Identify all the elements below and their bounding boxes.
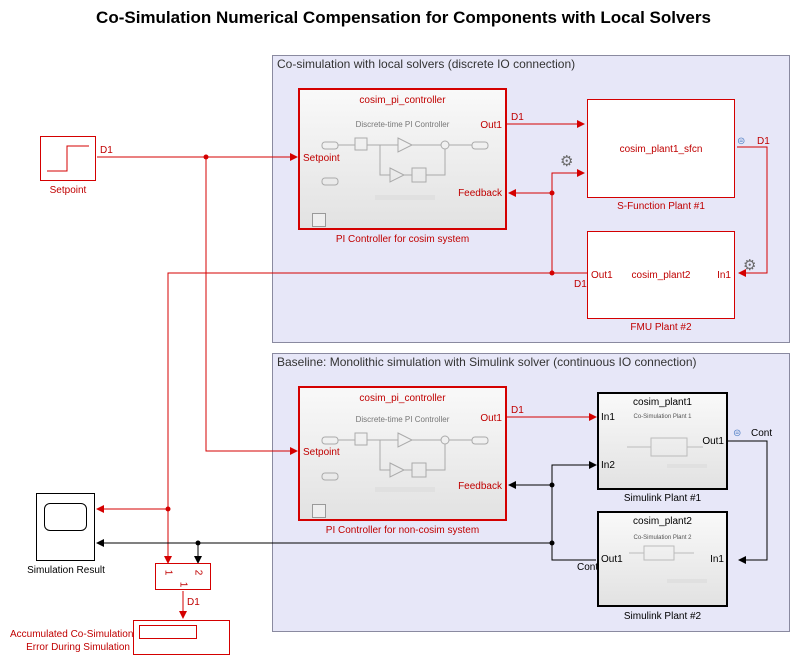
pi-top-out1: Out1	[480, 120, 502, 131]
pi-top-in2: Feedback	[458, 188, 502, 199]
junction-cont-2	[549, 540, 555, 546]
pi-bot-out-rate: D1	[511, 405, 524, 416]
wire-plant1-out	[727, 440, 768, 564]
pi-top-thumbnail	[321, 137, 489, 200]
scope-screen	[44, 503, 87, 531]
pi-top-caption: PI Controller for cosim system	[335, 234, 470, 245]
plant2-top-out1: Out1	[591, 270, 613, 281]
plant1-top-out-rate: D1	[757, 136, 770, 147]
plant2-bot-caption: Simulink Plant #2	[623, 611, 702, 622]
diagram-title: Co-Simulation Numerical Compensation for…	[96, 8, 711, 27]
model-reference-icon	[312, 213, 326, 227]
plant2-top-out-rate: D1	[574, 279, 587, 290]
gear-icon: ⚙	[743, 257, 757, 274]
plant2-top-model: cosim_plant2	[631, 270, 691, 281]
cosim-area-label: Co-simulation with local solvers (discre…	[277, 57, 576, 71]
plant2-bot-in1: In1	[710, 554, 724, 565]
plant1-bot-in1: In1	[601, 412, 615, 423]
junction-fmu-2	[549, 190, 555, 196]
junction-cont-3	[195, 540, 201, 546]
junction-fmu-1	[549, 270, 555, 276]
plant2-bot-out1: Out1	[601, 554, 623, 565]
simulink-plant1-block[interactable]: cosim_plant1 Co-Simulation Plant 1 In1 I…	[597, 392, 728, 490]
plant2-bot-thumbnail	[629, 545, 707, 583]
pi-bot-in2: Feedback	[458, 481, 502, 492]
setpoint-block[interactable]	[40, 136, 96, 181]
sub-port-out: 1	[177, 581, 189, 588]
pi-top-in1: Setpoint	[303, 153, 340, 164]
pi-top-out-rate: D1	[511, 112, 524, 123]
plant1-bot-out1: Out1	[702, 436, 724, 447]
fmu-plant2-block[interactable]: cosim_plant2 Out1 In1	[587, 231, 735, 319]
plant2-bot-out-rate: Cont	[577, 562, 599, 573]
pi-bot-inner-title: Discrete-time PI Controller	[355, 415, 450, 424]
display-caption-line2: Error During Simulation	[26, 642, 130, 653]
display-caption-line1: Accumulated Co-Simulation	[10, 629, 134, 640]
plant1-bot-thumbnail	[627, 437, 707, 468]
pi-bot-caption: PI Controller for non-cosim system	[325, 525, 480, 536]
setpoint-caption: Setpoint	[49, 185, 87, 196]
sub-port-1: 1	[162, 569, 174, 576]
pi-top-inner-title: Discrete-time PI Controller	[355, 120, 450, 129]
baseline-area-label: Baseline: Monolithic simulation with Sim…	[277, 355, 697, 369]
display-value-box	[139, 625, 197, 639]
model-reference-icon	[312, 504, 326, 518]
wire-plant2-out	[551, 461, 597, 561]
plant2-top-caption: FMU Plant #2	[630, 322, 692, 333]
pi-bot-model: cosim_pi_controller	[359, 393, 446, 404]
scope-caption: Simulation Result	[27, 565, 105, 576]
subtract-block[interactable]: 1 2 1	[155, 563, 211, 590]
plant1-bot-sub: Co-Simulation Plant 1	[633, 414, 692, 420]
wire-setpoint-bottom	[205, 157, 298, 455]
junction-cont-1	[549, 482, 555, 488]
plant2-bot-model: cosim_plant2	[633, 516, 692, 527]
plant2-top-in1: In1	[717, 270, 731, 281]
pi-controller-noncosim-block[interactable]: cosim_pi_controller Discrete-time PI Con…	[298, 386, 507, 521]
pi-bot-thumbnail	[321, 432, 489, 492]
wireless-icon: ⊜	[737, 136, 746, 147]
plant1-bot-out-rate: Cont	[751, 428, 773, 439]
setpoint-port-rate: D1	[100, 145, 113, 156]
pi-controller-cosim-block[interactable]: cosim_pi_controller Discrete-time PI Con…	[298, 88, 507, 230]
plant1-top-model: cosim_plant1_sfcn	[619, 144, 703, 155]
sub-port-2: 2	[192, 569, 204, 576]
wire-sfcn-out	[737, 146, 768, 277]
display-block[interactable]	[133, 620, 230, 655]
pi-top-model: cosim_pi_controller	[359, 95, 446, 106]
junction-setpoint	[203, 154, 209, 160]
plant1-bot-in2: In2	[601, 460, 615, 471]
gear-icon: ⚙	[560, 153, 574, 170]
wire-fmu-out	[164, 272, 587, 564]
plant1-bot-model: cosim_plant1	[633, 397, 692, 408]
wireless-icon: ⊜	[733, 428, 742, 439]
plant1-top-caption: S-Function Plant #1	[617, 201, 705, 212]
scope-block[interactable]	[36, 493, 95, 561]
sub-out-rate: D1	[187, 597, 200, 608]
plant1-bot-caption: Simulink Plant #1	[623, 493, 702, 504]
pi-bot-in1: Setpoint	[303, 447, 340, 458]
wire-fmu-to-sfcn	[551, 169, 585, 273]
step-icon	[47, 145, 89, 172]
sfunction-plant1-block[interactable]: cosim_plant1_sfcn	[587, 99, 735, 198]
pi-bot-out1: Out1	[480, 413, 502, 424]
plant2-bot-sub: Co-Simulation Plant 2	[633, 535, 692, 541]
simulink-plant2-block[interactable]: cosim_plant2 Co-Simulation Plant 2 Out1 …	[597, 511, 728, 607]
